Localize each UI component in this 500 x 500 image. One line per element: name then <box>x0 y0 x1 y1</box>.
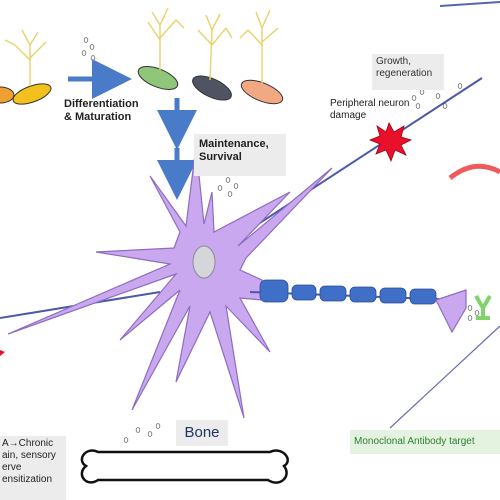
cell-peach <box>240 79 284 105</box>
left-red-mark <box>0 350 5 356</box>
cell-green <box>137 66 179 90</box>
cell-orange <box>0 86 15 104</box>
maintenance-label: Maintenance, Survival <box>194 134 286 176</box>
neuron-cell <box>7 145 333 419</box>
chronic-pain-label: A→Chronic ain, sensory erve ensitization <box>0 436 66 500</box>
top-right-line <box>439 1 500 7</box>
cell-nucleus <box>192 245 216 279</box>
damage-label: Peripheral neuron damage <box>330 98 410 121</box>
right-diagonal <box>389 325 500 429</box>
developing-cells <box>0 66 284 105</box>
damage-burst <box>368 122 413 163</box>
cell-gray <box>192 75 232 101</box>
axon-terminal <box>435 289 467 334</box>
growth-label: Growth, regeneration <box>372 54 444 90</box>
growth-factor-dots <box>81 37 480 443</box>
upper-axon <box>239 77 483 237</box>
bone-label: Bone <box>176 420 228 446</box>
cell-branches <box>4 7 279 86</box>
cell-yellow <box>12 83 52 105</box>
antibody-label: Monoclonal Antibody target <box>350 430 500 454</box>
red-arc <box>448 163 500 180</box>
myelin-sheath <box>259 279 437 305</box>
bone-shape <box>80 449 289 484</box>
differentiation-label: Differentiation & Maturation <box>64 98 139 124</box>
